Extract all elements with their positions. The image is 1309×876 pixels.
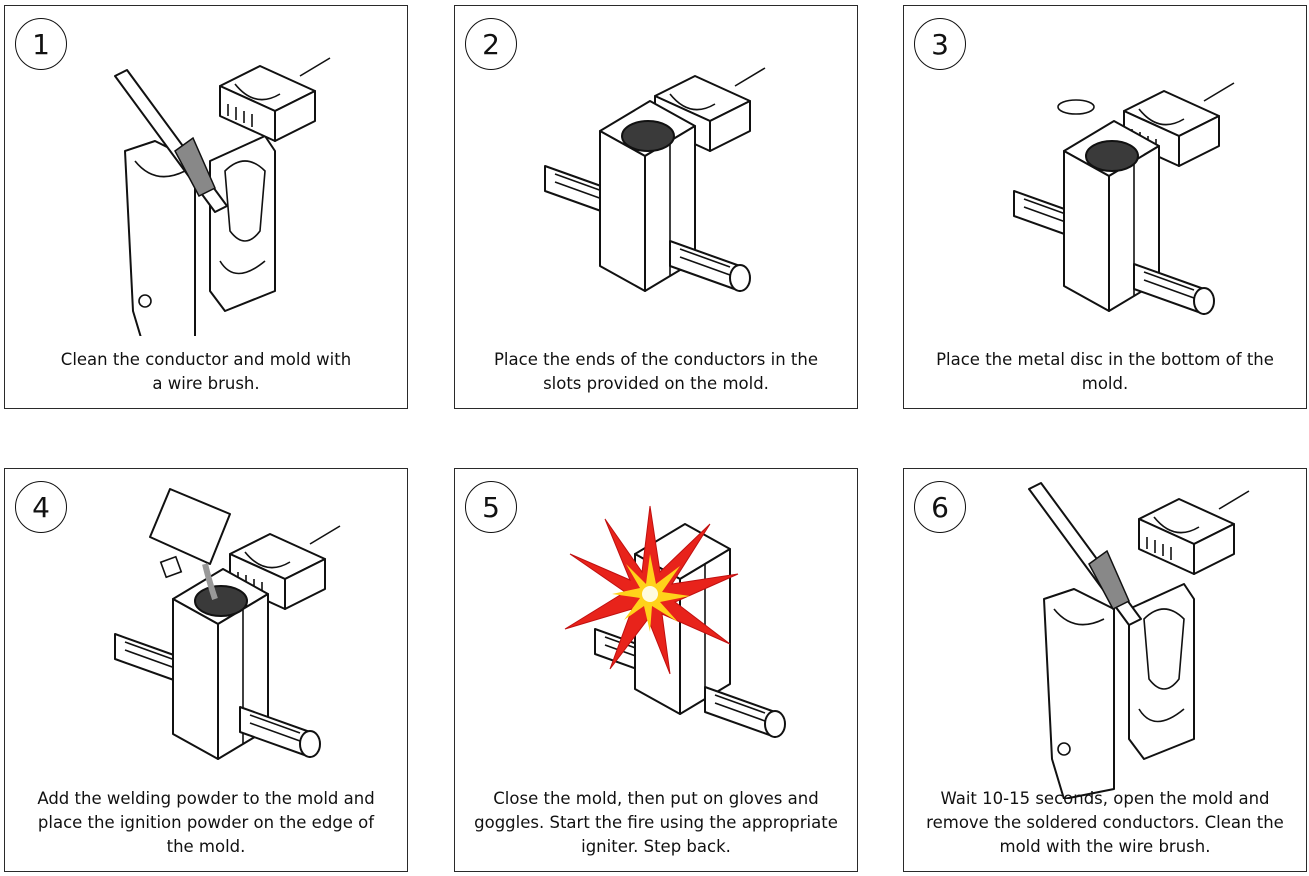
step-caption: Add the welding powder to the mold and p… xyxy=(37,789,375,856)
step-number: 3 xyxy=(914,18,966,70)
ignition-illustration xyxy=(564,505,786,738)
step-panel-3: 3 Place the metal disc in the bottom of … xyxy=(903,5,1307,409)
place-conductors-illustration xyxy=(544,67,766,292)
metal-disc-illustration xyxy=(1013,82,1235,315)
step-number: 4 xyxy=(15,481,67,533)
step-caption: Clean the conductor and mold with a wire… xyxy=(60,350,352,393)
step-panel-5: 5 Close the mold, then put on gloves and… xyxy=(454,468,858,872)
step-panel-1: 1 Clean the conductor and mold with a wi… xyxy=(4,5,408,409)
step-number: 2 xyxy=(465,18,517,70)
step-caption: Close the mold, then put on gloves and g… xyxy=(474,789,838,856)
step-panel-2: 2 Place the ends of the conductors in th… xyxy=(454,5,858,409)
step-number: 5 xyxy=(465,481,517,533)
clean-mold-illustration xyxy=(114,57,331,336)
flash-icon xyxy=(564,505,739,675)
step-number: 1 xyxy=(15,18,67,70)
clean-after-weld-illustration xyxy=(1028,482,1250,799)
step-caption: Place the metal disc in the bottom of th… xyxy=(936,350,1274,393)
welding-powder-illustration xyxy=(114,488,341,760)
step-caption: Place the ends of the conductors in the … xyxy=(493,350,818,393)
step-caption: Wait 10-15 seconds, open the mold and re… xyxy=(926,789,1284,856)
step-panel-6: 6 Wait 10-15 seconds, open the mold and … xyxy=(903,468,1307,872)
step-number: 6 xyxy=(914,481,966,533)
step-panel-4: 4 Add the welding powder to the mold and… xyxy=(4,468,408,872)
